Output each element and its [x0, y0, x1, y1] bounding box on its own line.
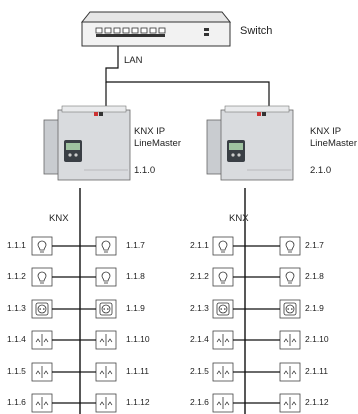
device-address: 2.1.4 — [190, 334, 209, 344]
gateway-1-name-line2: LineMaster — [134, 138, 181, 149]
bus-2-label: KNX — [229, 213, 249, 224]
switch-icon — [216, 334, 230, 346]
device-address: 2.1.10 — [305, 334, 329, 344]
switch-icon — [283, 334, 297, 346]
knx-device-switch — [31, 393, 80, 413]
knx-device-lamp — [212, 267, 245, 287]
knx-device-switch — [212, 362, 245, 382]
device-address: 1.1.5 — [7, 366, 26, 376]
knx-device-switch — [212, 330, 245, 350]
knx-device-lamp — [212, 236, 245, 256]
device-address: 2.1.11 — [305, 366, 329, 376]
gateway-device-1 — [43, 105, 131, 181]
gateway-1-name-line1: KNX IP — [134, 126, 166, 137]
switch-label: Switch — [240, 25, 273, 37]
switch-icon — [283, 366, 297, 378]
device-address: 2.1.3 — [190, 303, 209, 313]
knx-device-switch — [80, 362, 117, 382]
knx-device-switch — [212, 393, 245, 413]
knx-device-switch — [80, 393, 117, 413]
socket-icon — [99, 302, 113, 316]
lamp-icon — [101, 240, 111, 253]
gateway-1-address: 1.1.0 — [134, 165, 156, 176]
switch-icon — [216, 366, 230, 378]
lamp-icon — [37, 271, 47, 284]
device-address: 2.1.12 — [305, 397, 329, 407]
knx-device-switch — [245, 330, 301, 350]
device-address: 2.1.1 — [190, 240, 209, 250]
lamp-icon — [218, 240, 228, 253]
knx-device-socket — [212, 299, 245, 319]
device-address: 2.1.6 — [190, 397, 209, 407]
device-address: 1.1.10 — [126, 334, 150, 344]
gateway-2-name-line1: KNX IP — [310, 126, 342, 137]
knx-device-switch — [245, 393, 301, 413]
knx-device-socket — [80, 299, 117, 319]
knx-device-lamp — [245, 267, 301, 287]
lamp-icon — [285, 240, 295, 253]
gateway-device-2 — [206, 105, 294, 181]
device-address: 1.1.1 — [7, 240, 26, 250]
device-address: 1.1.7 — [126, 240, 145, 250]
device-address: 2.1.7 — [305, 240, 324, 250]
device-address: 1.1.12 — [126, 397, 150, 407]
socket-icon — [216, 302, 230, 316]
socket-icon — [283, 302, 297, 316]
knx-device-lamp — [31, 236, 80, 256]
knx-device-lamp — [80, 267, 117, 287]
socket-icon — [35, 302, 49, 316]
device-address: 2.1.8 — [305, 271, 324, 281]
device-address: 1.1.6 — [7, 397, 26, 407]
lamp-icon — [285, 271, 295, 284]
device-address: 1.1.3 — [7, 303, 26, 313]
knx-device-socket — [31, 299, 80, 319]
device-address: 1.1.4 — [7, 334, 26, 344]
switch-icon — [216, 397, 230, 409]
network-switch — [80, 11, 232, 47]
knx-device-switch — [80, 330, 117, 350]
bus-1-label: KNX — [49, 213, 69, 224]
device-address: 2.1.2 — [190, 271, 209, 281]
switch-icon — [99, 334, 113, 346]
device-address: 1.1.11 — [126, 366, 150, 376]
lamp-icon — [37, 240, 47, 253]
lamp-icon — [101, 271, 111, 284]
knx-device-lamp — [80, 236, 117, 256]
device-address: 1.1.8 — [126, 271, 145, 281]
knx-device-switch — [31, 330, 80, 350]
switch-icon — [99, 366, 113, 378]
knx-devices — [31, 236, 301, 413]
knx-device-socket — [245, 299, 301, 319]
device-address: 2.1.9 — [305, 303, 324, 313]
lan-label: LAN — [124, 55, 143, 66]
switch-icon — [99, 397, 113, 409]
knx-device-lamp — [31, 267, 80, 287]
knx-device-switch — [31, 362, 80, 382]
switch-icon — [35, 334, 49, 346]
gateway-2-address: 2.1.0 — [310, 165, 332, 176]
knx-device-lamp — [245, 236, 301, 256]
knx-device-switch — [245, 362, 301, 382]
switch-icon — [35, 397, 49, 409]
lamp-icon — [218, 271, 228, 284]
device-address: 2.1.5 — [190, 366, 209, 376]
switch-icon — [35, 366, 49, 378]
switch-icon — [283, 397, 297, 409]
gateway-2-name-line2: LineMaster — [310, 138, 357, 149]
device-address: 1.1.9 — [126, 303, 145, 313]
device-address: 1.1.2 — [7, 271, 26, 281]
switch-ports — [95, 27, 209, 37]
